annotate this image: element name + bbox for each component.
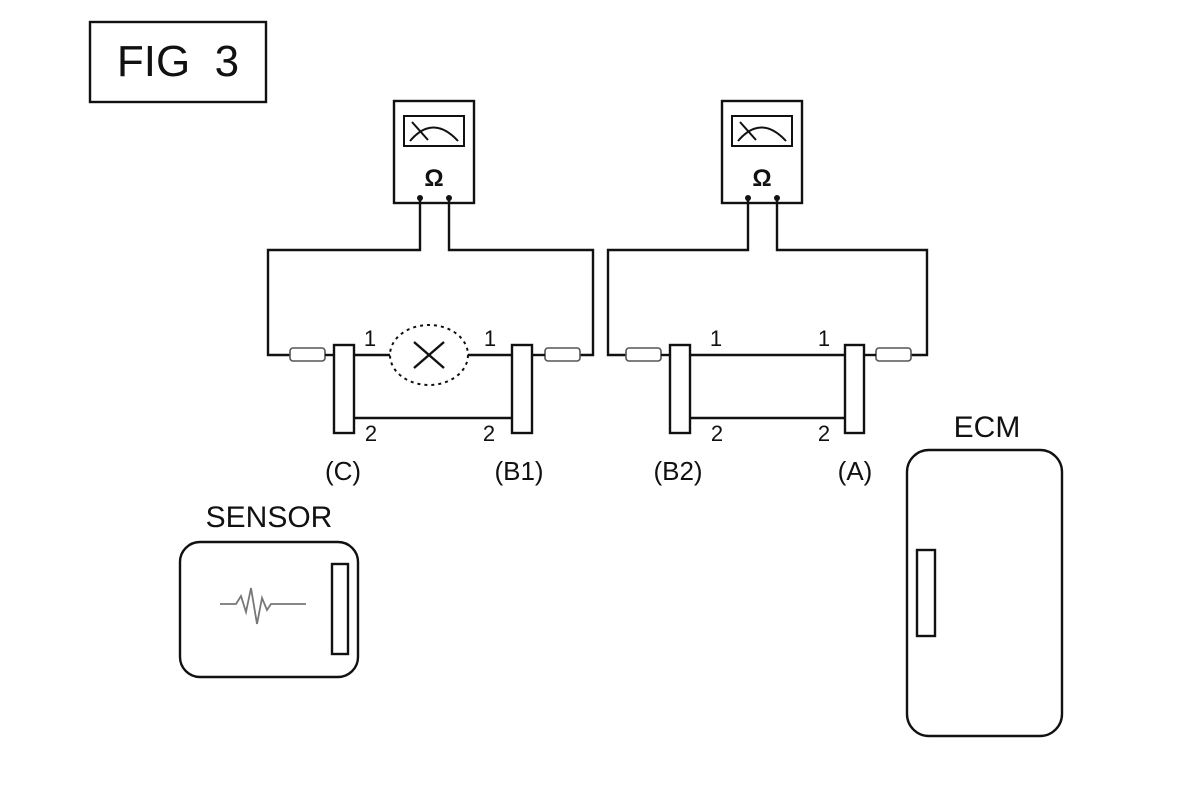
pin-label-b2-2: 2 (711, 421, 723, 446)
connector-c (332, 343, 356, 435)
ohm-symbol: Ω (752, 165, 771, 192)
connector-label-c: (C) (325, 456, 361, 486)
waveform-icon (220, 587, 306, 625)
pin-label-a-2: 2 (818, 421, 830, 446)
pin-label-b2-1: 1 (710, 326, 722, 351)
figure-title-box (88, 20, 268, 104)
figure-title: FIG 3 (117, 37, 239, 86)
pin-label-a-1: 1 (818, 326, 830, 351)
open-circuit-mark (389, 324, 469, 386)
connector-label-b2: (B2) (653, 456, 702, 486)
connector-label-a: (A) (838, 456, 873, 486)
sensor-label: SENSOR (206, 501, 333, 534)
pin-label-c-2: 2 (365, 421, 377, 446)
ohmmeter-icon (403, 115, 465, 147)
ohmmeter-icon (731, 115, 793, 147)
ohmmeter-right: Ω (720, 99, 804, 205)
ohmmeter-left: Ω (392, 99, 476, 205)
pin-label-b1-1: 1 (484, 326, 496, 351)
pin-label-c-1: 1 (364, 326, 376, 351)
pin-label-b1-2: 2 (483, 421, 495, 446)
connector-b1 (510, 343, 534, 435)
circuit-right-wiring (606, 200, 929, 420)
sensor-body (178, 540, 360, 679)
ecm-body (905, 448, 1064, 738)
connector-a (843, 343, 866, 435)
ohm-symbol: Ω (424, 165, 443, 192)
connector-b2 (668, 343, 692, 435)
circuit-left-wiring (266, 200, 595, 420)
ecm-label: ECM (954, 411, 1021, 444)
connector-label-b1: (B1) (494, 456, 543, 486)
